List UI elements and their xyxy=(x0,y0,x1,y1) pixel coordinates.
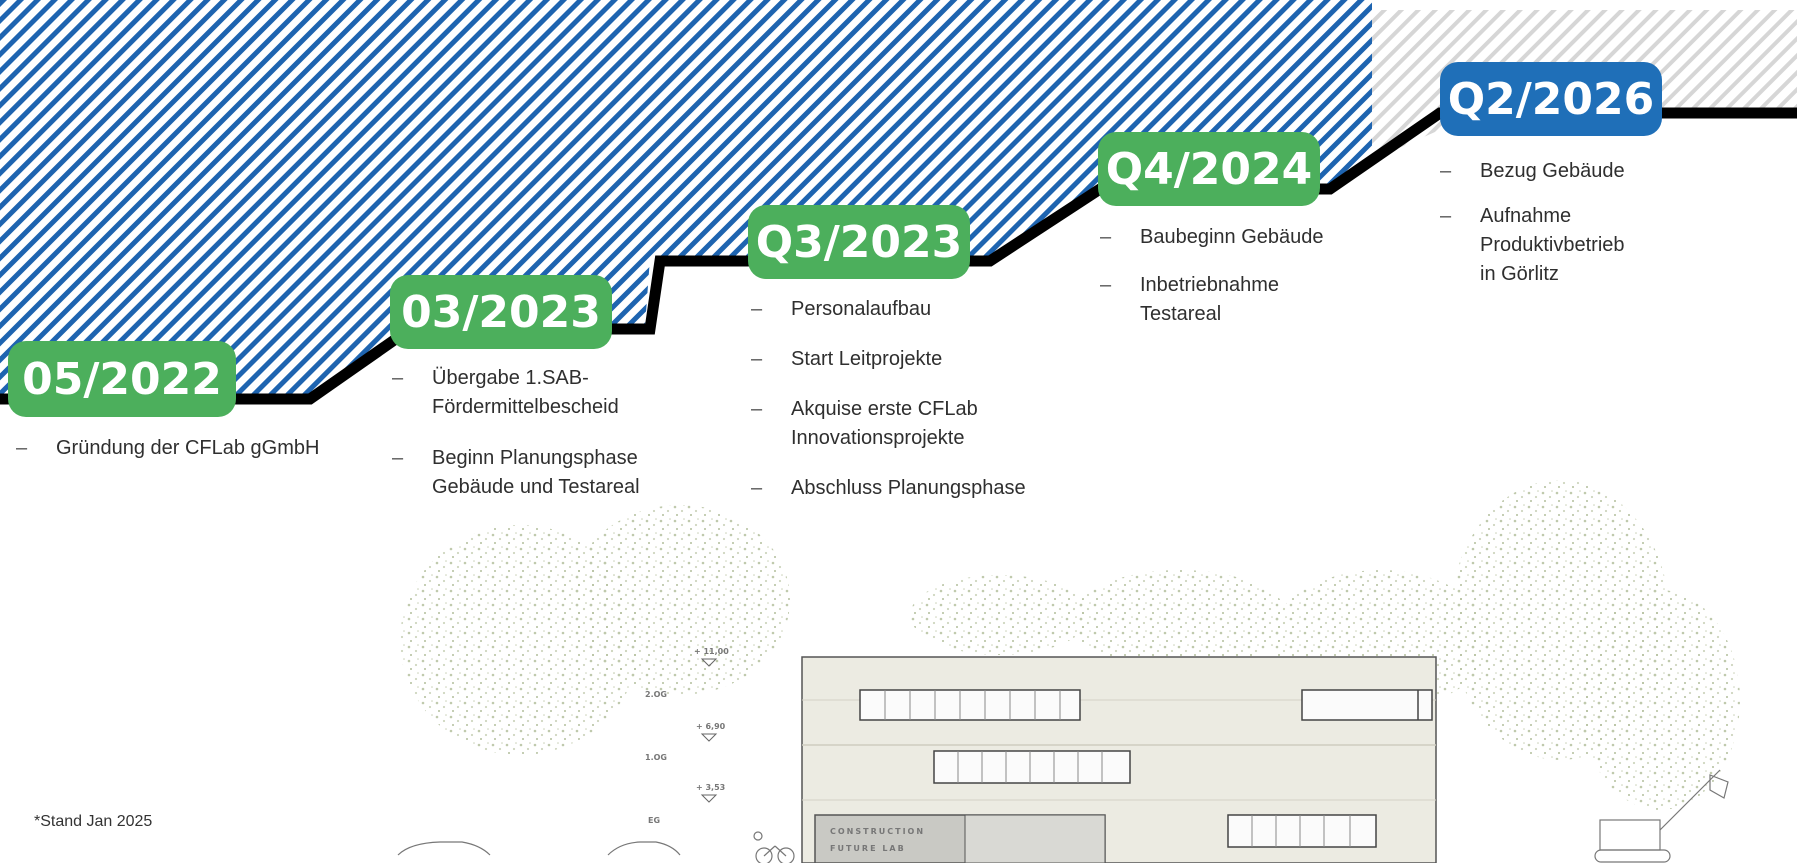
milestone-q4-2024-list: –Baubeginn Gebäude –Inbetriebnahme Testa… xyxy=(1100,223,1400,351)
milestone-q3-2023-list: –Personalaufbau –Start Leitprojekte –Akq… xyxy=(751,295,1091,525)
milestone-q2-2026: Q2/2026 xyxy=(1440,62,1662,136)
milestone-05-2022: 05/2022 xyxy=(8,341,236,417)
list-item: –Inbetriebnahme Testareal xyxy=(1100,274,1279,325)
list-item: –Abschluss Planungsphase xyxy=(751,477,1026,499)
milestone-03-2023: 03/2023 xyxy=(390,275,612,349)
milestone-q4-2024: Q4/2024 xyxy=(1098,132,1320,206)
milestone-03-2023-list: –Übergabe 1.SAB- Fördermittelbescheid –B… xyxy=(392,364,692,524)
list-item: –Personalaufbau xyxy=(751,298,932,320)
list-item: –Baubeginn Gebäude xyxy=(1100,226,1324,248)
list-item: –Aufnahme Produktivbetrieb in Görlitz xyxy=(1440,205,1625,285)
list-item: –Beginn Planungsphase Gebäude und Testar… xyxy=(392,447,640,498)
list-item: –Akquise erste CFLab Innovationsprojekte xyxy=(751,398,978,449)
milestone-q2-2026-list: –Bezug Gebäude –Aufnahme Produktivbetrie… xyxy=(1440,157,1740,311)
list-item: –Bezug Gebäude xyxy=(1440,160,1625,182)
list-item: –Start Leitprojekte xyxy=(751,348,943,370)
list-item: –Gründung der CFLab gGmbH xyxy=(16,437,320,459)
completed-hatch-area xyxy=(0,0,1372,396)
footnote: *Stand Jan 2025 xyxy=(34,813,153,830)
milestone-q3-2023: Q3/2023 xyxy=(748,205,970,279)
list-item: –Übergabe 1.SAB- Fördermittelbescheid xyxy=(392,367,619,418)
milestone-05-2022-list: –Gründung der CFLab gGmbH xyxy=(16,434,356,485)
